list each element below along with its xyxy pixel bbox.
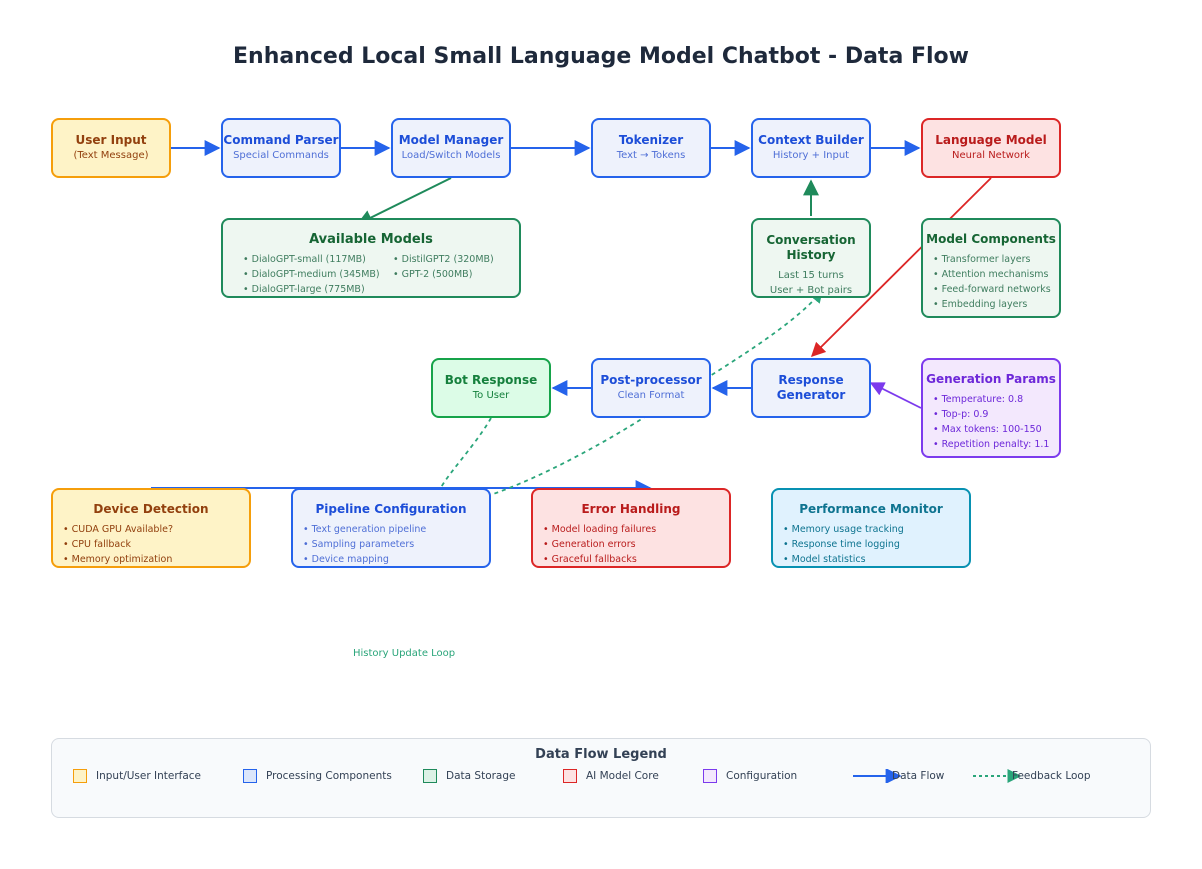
node-available-models: Available Models • DialoGPT-small (117MB… xyxy=(221,218,521,298)
arrow-manager-to-models xyxy=(356,177,452,225)
list-item: • Generation errors xyxy=(543,539,636,550)
node-subtitle: Clean Format xyxy=(617,390,685,401)
node-device-detection: Device Detection • CUDA GPU Available? •… xyxy=(51,488,251,568)
node-subtitle: Text → Tokens xyxy=(616,150,686,161)
legend-swatch-storage xyxy=(423,769,437,783)
legend-title: Data Flow Legend xyxy=(535,747,667,762)
legend-label-storage: Data Storage xyxy=(446,770,516,782)
node-subtitle: History + Input xyxy=(772,150,850,161)
list-item: • Embedding layers xyxy=(933,299,1028,310)
node-response-generator: Response Generator xyxy=(751,358,871,418)
list-item: • Transformer layers xyxy=(933,254,1031,265)
arrow-params-to-generator xyxy=(869,382,922,409)
legend-label-input: Input/User Interface xyxy=(96,770,202,782)
list-item: • Repetition penalty: 1.1 xyxy=(933,439,1050,450)
node-title-line1: Response xyxy=(778,373,844,387)
node-title-line2: Generator xyxy=(776,388,846,402)
node-subtitle: (Text Message) xyxy=(73,150,149,161)
node-title: Model Components xyxy=(926,232,1056,246)
node-context-builder: Context Builder History + Input xyxy=(751,118,871,178)
legend-label-config: Configuration xyxy=(726,770,798,782)
list-item: • Text generation pipeline xyxy=(303,524,427,535)
list-item: • Max tokens: 100-150 xyxy=(933,424,1042,435)
node-command-parser: Command Parser Special Commands xyxy=(221,118,341,178)
models-list: • DialoGPT-small (117MB) • DistilGPT2 (3… xyxy=(223,252,519,297)
list-item: • Memory usage tracking xyxy=(783,524,904,535)
node-title: Pipeline Configuration xyxy=(315,502,467,516)
node-title: Command Parser xyxy=(223,133,339,147)
list-item: • Model statistics xyxy=(783,554,866,565)
history-update-loop-label: History Update Loop xyxy=(353,648,456,659)
node-bot-response: Bot Response To User xyxy=(431,358,551,418)
list-item: • CUDA GPU Available? xyxy=(63,524,173,535)
legend-label-core: AI Model Core xyxy=(586,770,659,782)
node-post-processor: Post-processor Clean Format xyxy=(591,358,711,418)
list-item: • GPT-2 (500MB) xyxy=(393,269,473,280)
node-title-line2: History xyxy=(786,248,836,262)
list-item: • Sampling parameters xyxy=(303,539,415,550)
node-title: Context Builder xyxy=(758,133,864,147)
legend-swatch-processing xyxy=(243,769,257,783)
node-title: Performance Monitor xyxy=(799,502,943,516)
legend-swatch-input xyxy=(73,769,87,783)
node-subtitle: Last 15 turns xyxy=(778,270,844,281)
node-title-line1: Conversation xyxy=(766,233,856,247)
node-title: Tokenizer xyxy=(618,133,684,147)
node-title: Post-processor xyxy=(600,373,702,387)
page-title: Enhanced Local Small Language Model Chat… xyxy=(233,44,969,69)
node-subtitle: To User xyxy=(472,390,510,401)
feedback-loop-path xyxy=(436,290,823,506)
list-item: • DialoGPT-large (775MB) xyxy=(243,284,365,295)
node-subtitle: User + Bot pairs xyxy=(769,285,853,296)
node-model-manager: Model Manager Load/Switch Models xyxy=(391,118,511,178)
list-item: • Model loading failures xyxy=(543,524,657,535)
legend-feedback-icon xyxy=(973,769,1022,783)
list-item: • Graceful fallbacks xyxy=(543,554,637,565)
node-user-input: User Input (Text Message) xyxy=(51,118,171,178)
node-subtitle: Special Commands xyxy=(233,150,329,161)
node-conversation-history: Conversation History Last 15 turns User … xyxy=(751,218,871,298)
list-item: • DialoGPT-medium (345MB) xyxy=(243,269,380,280)
list-item: • DialoGPT-small (117MB) xyxy=(243,254,366,265)
legend-label-data-flow: Data Flow xyxy=(892,770,945,782)
node-title: Language Model xyxy=(935,133,1047,147)
node-pipeline-configuration: Pipeline Configuration • Text generation… xyxy=(291,488,491,568)
node-title: User Input xyxy=(75,133,147,147)
list-item: • Device mapping xyxy=(303,554,389,565)
list-item: • Response time logging xyxy=(783,539,900,550)
list-item: • CPU fallback xyxy=(63,539,131,550)
arrow-model-to-generator xyxy=(810,177,992,358)
node-title: Bot Response xyxy=(444,373,538,387)
node-tokenizer: Tokenizer Text → Tokens xyxy=(591,118,711,178)
node-title: Available Models xyxy=(309,232,433,247)
legend-label-feedback: Feedback Loop xyxy=(1012,770,1091,782)
node-title: Error Handling xyxy=(581,502,681,516)
list-item: • Feed-forward networks xyxy=(933,284,1051,295)
list-item: • Top-p: 0.9 xyxy=(933,409,989,420)
node-subtitle: Load/Switch Models xyxy=(401,150,501,161)
legend-swatch-config xyxy=(703,769,717,783)
node-performance-monitor: Performance Monitor • Memory usage track… xyxy=(771,488,971,568)
node-language-model: Language Model Neural Network xyxy=(921,118,1061,178)
node-generation-params: Generation Params • Temperature: 0.8 • T… xyxy=(921,358,1061,458)
node-error-handling: Error Handling • Model loading failures … xyxy=(531,488,731,568)
node-model-components: Model Components • Transformer layers • … xyxy=(921,218,1061,318)
list-item: • Attention mechanisms xyxy=(933,269,1049,280)
list-item: • Memory optimization xyxy=(63,554,173,565)
list-item: • DistilGPT2 (320MB) xyxy=(393,254,494,265)
node-title: Device Detection xyxy=(93,502,209,516)
legend: Data Flow Legend Input/User Interface Pr… xyxy=(51,738,1151,818)
node-title: Generation Params xyxy=(926,372,1056,386)
legend-data-flow-icon xyxy=(853,769,902,783)
legend-label-processing: Processing Components xyxy=(266,770,392,782)
legend-swatch-core xyxy=(563,769,577,783)
node-title: Model Manager xyxy=(398,133,504,147)
node-subtitle: Neural Network xyxy=(952,150,1030,161)
list-item: • Temperature: 0.8 xyxy=(933,394,1024,405)
